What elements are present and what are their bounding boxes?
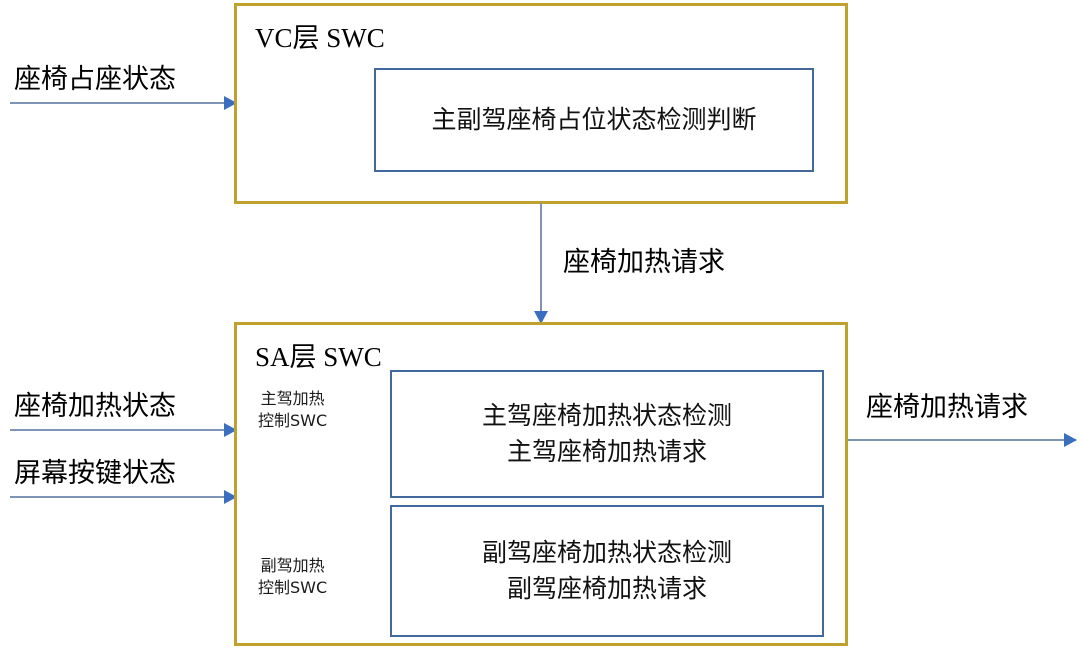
signal-label-screen-key-state: 屏幕按键状态 [14,458,176,489]
signal-label-seat-occupancy-state: 座椅占座状态 [14,64,176,95]
sub-swc-label-driver-line-1: 主驾加热 [260,389,325,408]
function-label-seat-occupancy-detection: 主副驾座椅占位状态检测判断 [431,104,757,134]
sub-swc-label-driver-heat-control: 主驾加热 控制SWC [258,388,327,433]
sub-swc-label-passenger-line-1: 副驾加热 [260,556,325,575]
signal-label-seat-heating-request-internal: 座椅加热请求 [563,247,725,278]
arrow-screen-key-state-to-sa [10,496,236,498]
signal-label-seat-heating-state: 座椅加热状态 [14,391,176,422]
signal-label-seat-heating-request-output: 座椅加热请求 [866,392,1028,423]
sub-swc-label-passenger-line-2: 控制SWC [258,578,328,598]
sub-swc-label-passenger-heat-control: 副驾加热 控制SWC [258,555,327,600]
function-box-passenger-seat-heating: 副驾座椅加热状态检测 副驾座椅加热请求 [390,505,824,637]
function-label-passenger-heating-request: 副驾座椅加热请求 [506,574,707,603]
vc-layer-title: VC层 SWC [255,23,385,53]
function-box-driver-seat-heating: 主驾座椅加热状态检测 主驾座椅加热请求 [390,370,824,498]
arrow-seat-occupancy-state-to-vc [10,102,236,104]
function-box-seat-occupancy-detection: 主副驾座椅占位状态检测判断 [374,68,814,172]
function-label-driver-heating-request: 主驾座椅加热请求 [506,437,707,466]
arrow-seat-heating-request-vc-to-sa [540,203,542,323]
arrow-seat-heating-state-to-sa [10,429,236,431]
arrow-seat-heating-request-output [848,439,1076,441]
sa-layer-title: SA层 SWC [255,342,382,372]
sub-swc-label-driver-line-2: 控制SWC [258,411,328,431]
function-label-driver-heating-state-detection: 主驾座椅加热状态检测 [481,400,732,430]
function-label-passenger-heating-state-detection: 副驾座椅加热状态检测 [481,537,732,567]
